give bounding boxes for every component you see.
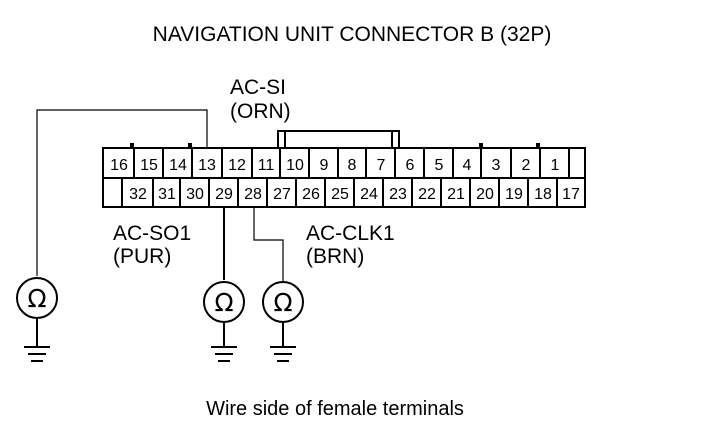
ground-icon: [24, 318, 50, 362]
ohm-icon: Ω: [214, 288, 233, 317]
terminal-15: 15: [140, 157, 158, 174]
terminal-32: 32: [129, 186, 147, 203]
wire-label-ac-clk1: AC-CLK1: [306, 222, 395, 245]
terminal-27: 27: [273, 186, 291, 203]
ground-icon: [211, 322, 237, 362]
ohm-icon: Ω: [27, 284, 46, 313]
wire-color-ac-clk1: (BRN): [306, 245, 365, 268]
terminal-6: 6: [406, 157, 415, 174]
terminal-11: 11: [258, 157, 275, 174]
terminal-20: 20: [476, 186, 494, 203]
terminal-9: 9: [320, 157, 329, 174]
terminal-25: 25: [331, 186, 349, 203]
top-row-terminals: 16 15 14 13 12 11 10 9 8 7 6 5 4 3 2 1: [110, 157, 559, 174]
bottom-row-terminals: 32 31 30 29 28 27 26 25 24 23 22 21 20 1…: [129, 186, 580, 203]
terminal-1: 1: [551, 157, 560, 174]
terminal-17: 17: [562, 186, 580, 203]
terminal-31: 31: [158, 186, 176, 203]
terminal-19: 19: [505, 186, 523, 203]
ohmmeter-3: Ω: [262, 281, 304, 362]
terminal-22: 22: [418, 186, 436, 203]
terminal-10: 10: [286, 157, 304, 174]
terminal-12: 12: [228, 157, 246, 174]
terminal-18: 18: [534, 186, 552, 203]
terminal-23: 23: [389, 186, 407, 203]
connector-housing: [102, 130, 586, 208]
ground-icon: [270, 322, 296, 362]
ohmmeter-2: Ω: [203, 281, 245, 362]
terminal-16: 16: [110, 157, 128, 174]
terminal-28: 28: [244, 186, 262, 203]
terminal-5: 5: [435, 157, 444, 174]
connector-notches: [130, 143, 540, 148]
terminal-3: 3: [492, 157, 501, 174]
ohm-icon: Ω: [273, 288, 292, 317]
wire-label-ac-si: AC-SI: [230, 76, 287, 99]
footer-caption: Wire side of female terminals: [206, 398, 464, 420]
terminal-14: 14: [169, 157, 187, 174]
terminal-2: 2: [522, 157, 531, 174]
wire-color-ac-so1: (PUR): [113, 245, 172, 268]
diagram-title: NAVIGATION UNIT CONNECTOR B (32P): [152, 23, 552, 46]
wire-ac-si: [36, 109, 208, 276]
terminal-30: 30: [186, 186, 204, 203]
terminal-8: 8: [348, 157, 357, 174]
terminal-21: 21: [447, 186, 465, 203]
terminal-4: 4: [463, 157, 472, 174]
wire-color-ac-si: (ORN): [230, 100, 291, 123]
terminal-24: 24: [360, 186, 378, 203]
wire-label-ac-so1: AC-SO1: [113, 222, 192, 245]
ohmmeter-1: Ω: [16, 277, 58, 362]
terminal-29: 29: [215, 186, 233, 203]
terminal-26: 26: [302, 186, 320, 203]
terminal-13: 13: [198, 157, 216, 174]
terminal-7: 7: [377, 157, 386, 174]
wire-ac-clk1: [253, 207, 284, 282]
